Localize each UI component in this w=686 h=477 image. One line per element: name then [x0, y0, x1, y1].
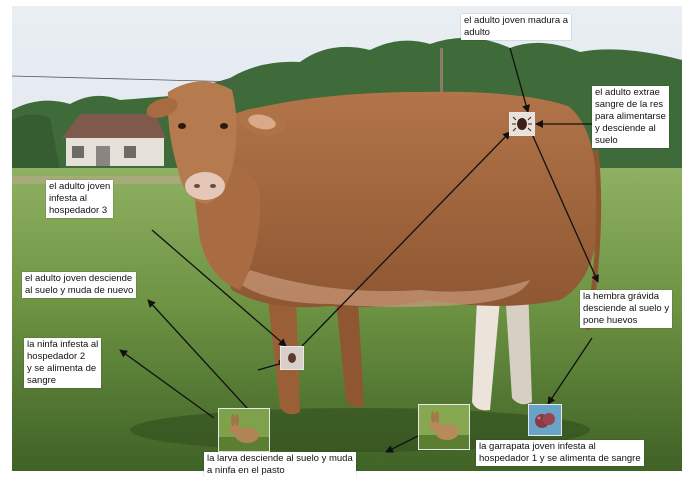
label-tick-infests-host1: la garrapata joven infesta al hospedador…: [476, 440, 644, 466]
leg-tick-icon: [280, 346, 304, 370]
label-female-lays-eggs: la hembra grávida desciende al suelo y p…: [580, 290, 672, 328]
rabbit-icon: [218, 408, 270, 452]
label-adult-descends-molts: el adulto joven desciende al suelo y mud…: [22, 272, 136, 298]
rabbit-icon: [418, 404, 470, 450]
label-adult-matures: el adulto joven madura a adulto: [461, 14, 571, 40]
label-adult-infests-host3: el adulto joven infesta al hospedador 3: [46, 180, 113, 218]
label-larva-descends-molts: la larva desciende al suelo y muda a nin…: [204, 452, 356, 477]
tick-icon: [509, 112, 535, 136]
tick-eggs-icon: [528, 404, 562, 436]
label-nymph-infests-host2: la ninfa infesta al hospedador 2 y se al…: [24, 338, 101, 388]
farmhouse: [62, 114, 166, 166]
label-adult-feeds: el adulto extrae sangre de la res para a…: [592, 86, 669, 148]
